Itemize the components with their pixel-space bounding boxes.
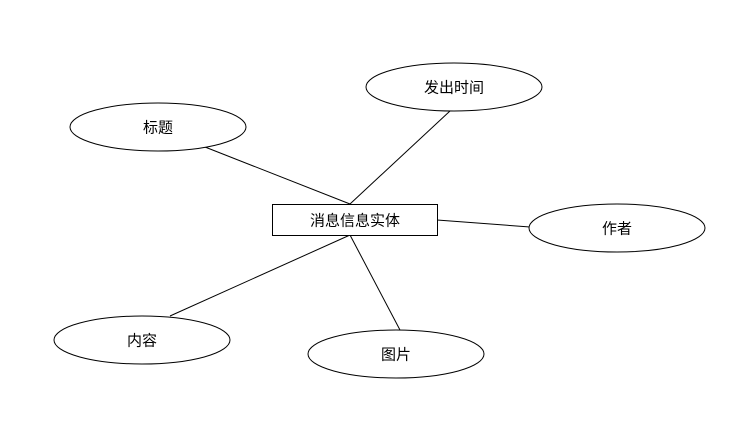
connector-content	[169, 234, 351, 317]
connector-image	[349, 234, 401, 331]
connector-title	[204, 146, 351, 205]
attribute-ellipse-author	[528, 203, 706, 253]
entity-label: 消息信息实体	[309, 211, 401, 230]
connector-author	[436, 219, 531, 228]
attribute-ellipse-image	[307, 329, 485, 379]
attribute-label-title: 标题	[142, 118, 174, 137]
attribute-label-author: 作者	[601, 219, 633, 238]
attribute-label-image: 图片	[380, 345, 412, 364]
attribute-ellipse-title	[69, 102, 247, 152]
attribute-ellipse-content	[53, 315, 231, 365]
entity-box	[272, 204, 438, 236]
connector-send-time	[349, 110, 451, 205]
attribute-ellipse-send-time	[365, 62, 543, 112]
attribute-label-send-time: 发出时间	[423, 78, 485, 97]
attribute-label-content: 内容	[126, 331, 158, 350]
